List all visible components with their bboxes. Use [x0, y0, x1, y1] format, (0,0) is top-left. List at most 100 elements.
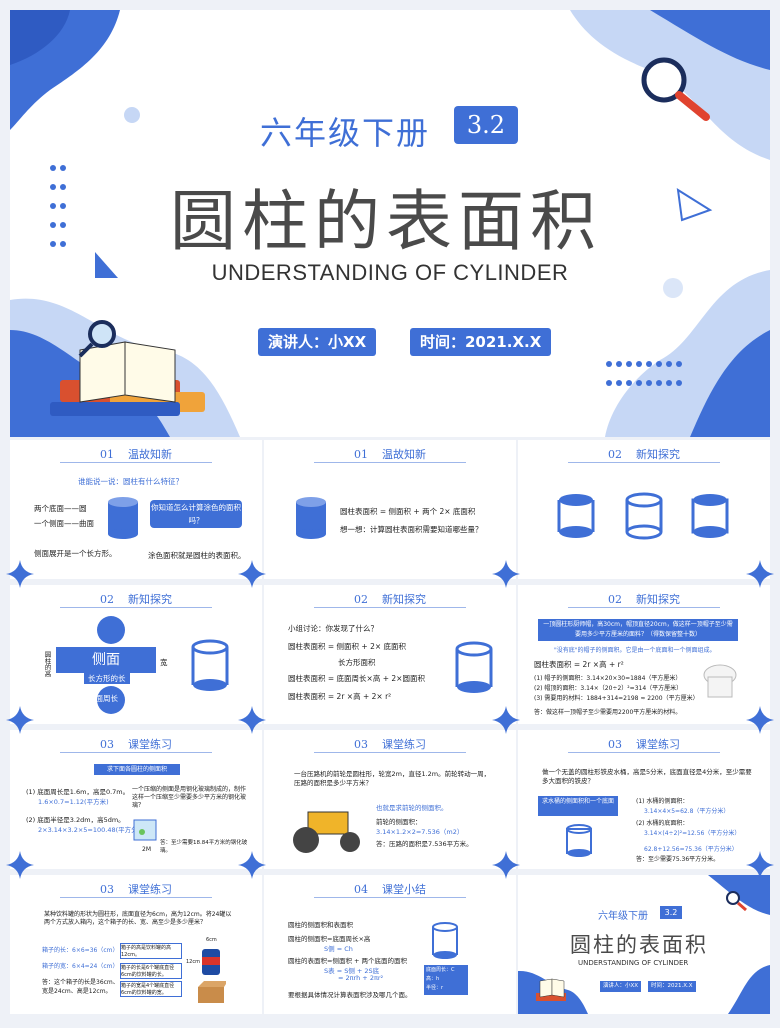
step-2-calc: 3.14×(4÷2)²=12.56（平方分米）: [644, 830, 741, 837]
summary-line-4: 圆柱的表面积=侧面积 + 两个底面的面积: [288, 957, 408, 965]
cylinder-outline-1: [557, 494, 595, 538]
chef-hat-icon: [703, 664, 737, 698]
star-decor-icon: [746, 560, 774, 588]
height-label: 12cm: [186, 959, 200, 965]
feature-line-3: 侧面展开是一个长方形。: [34, 549, 117, 558]
bucket-icon: [566, 824, 592, 857]
slide-heading: 课堂练习: [382, 738, 426, 751]
answer-text: 答：至少需要18.84平方米的钢化玻璃。: [160, 840, 248, 854]
exercise-banner: 求下面各圆柱的侧面积: [94, 764, 180, 775]
measure-label: 2M: [142, 846, 151, 853]
answer-text: 答：做这样一顶帽子至少需要用2200平方厘米的材料。: [534, 709, 682, 716]
summary-line-5: S表 = S侧 + 2S底: [324, 967, 380, 975]
speaker-badge: 演讲人：小XX: [600, 981, 642, 992]
formula-row-1: 圆柱表面积 = 侧面积 + 2× 底面积: [288, 642, 407, 651]
lateral-rectangle: 侧面: [56, 647, 156, 673]
answer-text: 答：这个箱子的长是36cm、宽是24cm、高是12cm。: [42, 979, 119, 995]
legend-height: 高：h: [426, 976, 440, 982]
answer-text: 答：至少需要75.36平方分米。: [636, 856, 720, 863]
answer-text: 答：压路的面积是7.536平方米。: [376, 840, 473, 848]
solution-1: 1.6×0.7=1.12(平方米): [38, 798, 109, 806]
think-text: 想一想：计算圆柱表面积需要知道哪些量？: [340, 525, 483, 534]
title-slide[interactable]: 六年级下册 3.2 圆柱的表面积 UNDERSTANDING OF CYLIND…: [10, 10, 770, 437]
discussion-text: 小组讨论：你发现了什么？: [288, 624, 378, 633]
slide-number: 03: [100, 883, 114, 896]
step-3: (3) 需要用的材料：1884+314=2198 ≈ 2200（平方厘米）: [534, 695, 699, 702]
slide-heading: 新知探究: [636, 593, 680, 606]
formula-text: 圆柱表面积 = 侧面积 + 两个 2× 底面积: [340, 507, 476, 516]
problem-text: 一台压路机的前轮是圆柱形，轮宽2m，直径1.2m。前轮转动一周，压路的面积是多少…: [294, 770, 491, 787]
slide-thumb-5[interactable]: 02 新知探究 小组讨论：你发现了什么？ 圆柱表面积 = 侧面积 + 2× 底面积…: [264, 585, 516, 724]
slide-heading: 新知探究: [382, 593, 426, 606]
box-icon: [198, 981, 226, 1003]
speaker-badge: 演讲人：小XX: [258, 328, 377, 356]
formula-row-3: 圆柱表面积 = 底面周长×高 + 2×圆面积: [288, 674, 425, 683]
star-decor-icon: [6, 560, 34, 588]
slide-thumb-2[interactable]: 01 温故知新 圆柱表面积 = 侧面积 + 两个 2× 底面积 想一想：计算圆柱表…: [264, 440, 516, 579]
slide-number: 02: [608, 448, 622, 461]
star-decor-icon: [6, 706, 34, 734]
time-badge: 时间：2021.X.X: [648, 981, 696, 992]
summary-line-3: S侧 = Ch: [324, 945, 353, 953]
lesson-number-badge: 3.2: [454, 106, 518, 144]
problem-1: (1) 底面周长是1.6m，高是0.7m。: [26, 788, 130, 796]
slide-heading: 新知探究: [636, 448, 680, 461]
slide-number: 02: [608, 593, 622, 606]
star-decor-icon: [238, 851, 266, 879]
slide-number: 02: [354, 593, 368, 606]
step-1-calc: 3.14×4×5=62.8（平方分米）: [644, 808, 730, 815]
hint-text: "没有底"的帽子的侧面积。它是由一个底面和一个侧面组成。: [554, 647, 716, 654]
diameter-label: 6cm: [206, 937, 217, 943]
star-decor-icon: [492, 851, 520, 879]
cylinder-icon: [108, 497, 138, 539]
summary-line-7: 要根据具体情况计算表面积涉及哪几个面。: [288, 991, 412, 999]
cylinder-outline-2: [625, 492, 663, 540]
formula-row-2: 长方形面积: [338, 658, 376, 667]
problem-text: 某种饮料罐的形状为圆柱形，底面直径为6cm，高为12cm。将24罐以两个方式放入…: [44, 911, 232, 926]
dot-grid-right: [604, 354, 684, 392]
note-2: 箱子的长是6个罐底直径6cm的饮料罐的长。: [120, 963, 182, 979]
slide-number: 03: [100, 738, 114, 751]
page-title: 圆柱的表面积: [570, 933, 708, 957]
step-label: 前轮的侧面积：: [376, 818, 422, 826]
can-icon: [202, 949, 220, 975]
step-calc: 3.14×1.2×2=7.536（m2）: [376, 828, 464, 836]
slide-number: 04: [354, 883, 368, 896]
summary-line-2: 圆柱的侧面积=底面周长×高: [288, 935, 371, 943]
subtitle: UNDERSTANDING OF CYLINDER: [211, 260, 569, 285]
slide-heading: 课堂练习: [128, 738, 172, 751]
slide-thumb-12[interactable]: 六年级下册 3.2 圆柱的表面积 UNDERSTANDING OF CYLIND…: [518, 875, 770, 1014]
problem-3: 一个压缩的侧面是用钢化玻璃制成的，制作这样一个压缩至少需要多少平方米的钢化玻璃？: [132, 786, 247, 809]
answer-text: 涂色面积就是圆柱的表面积。: [148, 551, 246, 560]
star-decor-icon: [6, 851, 34, 879]
slide-number: 03: [608, 738, 622, 751]
step-3-calc: 62.8+12.56=75.36（平方分米）: [644, 846, 738, 853]
slide-heading: 新知探究: [128, 593, 172, 606]
dot-grid-left: [48, 158, 72, 253]
slide-thumb-3[interactable]: 02 新知探究: [518, 440, 770, 579]
net-circle-bottom: [97, 686, 125, 714]
slide-thumb-6[interactable]: 02 新知探究 一顶圆柱形厨师帽，高30cm，帽顶直径20cm，做这样一顶帽子至少…: [518, 585, 770, 724]
slide-heading: 温故知新: [382, 448, 426, 461]
grade-label: 六年级下册: [260, 114, 431, 152]
slide-heading: 课堂练习: [636, 738, 680, 751]
slide-heading: 温故知新: [128, 448, 172, 461]
slide-number: 02: [100, 593, 114, 606]
star-decor-icon: [492, 706, 520, 734]
question-bubble: 你知道怎么计算涂色的面积吗？: [150, 500, 242, 528]
legend-box: 底面周长：C 高：h 半径：r: [424, 965, 468, 995]
question-text: 谁能说一说：圆柱有什么特征？: [78, 477, 183, 486]
books-illustration: [536, 978, 566, 1001]
problem-banner: 一顶圆柱形厨师帽，高30cm，帽顶直径20cm，做这样一顶帽子至少需要用多少平方…: [538, 619, 738, 641]
formula-row-4: 圆柱表面积 = 2r ×高 + 2× r²: [288, 692, 392, 701]
problem-2: (2) 底面半径是3.2dm，高5dm。: [26, 816, 125, 824]
star-decor-icon: [746, 851, 774, 879]
slide-number: 01: [354, 448, 368, 461]
